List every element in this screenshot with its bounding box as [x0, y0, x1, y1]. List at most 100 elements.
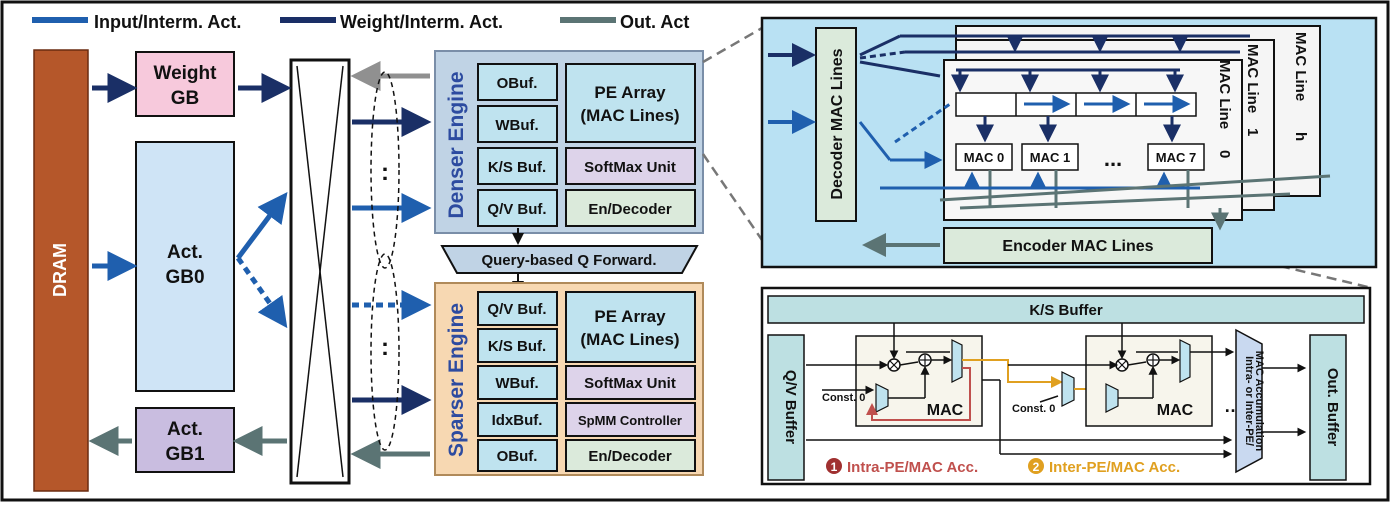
inter-mux	[1061, 371, 1075, 407]
mac-output-bus-back	[939, 174, 1331, 202]
sparser-qvbuf	[477, 291, 558, 326]
ellipsis-top: :	[381, 159, 389, 186]
mac-0-label: MAC 0	[964, 150, 1004, 165]
query-forward-block	[440, 245, 699, 274]
pe-1-mult-add	[899, 361, 919, 366]
weight-gb-label-1: Weight	[154, 63, 218, 84]
query-forward-label: Query-based Q Forward.	[481, 252, 656, 269]
denser-obuf-label: OBuf.	[497, 75, 538, 92]
encoder-mac-lines-label: Encoder MAC Lines	[1002, 238, 1153, 255]
act-gb0-label-1: Act.	[167, 242, 203, 263]
legend: Input/Interm. Act. Weight/Interm. Act. O…	[32, 12, 689, 32]
inter-const-feed	[1039, 395, 1059, 403]
act-gb1-label-1: Act.	[167, 419, 203, 440]
pe-1-mac-label: MAC	[927, 402, 964, 419]
sparser-idxbuf-label: IdxBuf.	[492, 412, 543, 429]
group-ellipse-bottom	[370, 253, 400, 451]
dram-label: DRAM	[50, 243, 70, 297]
mac-output-bus	[959, 192, 1291, 210]
mac-7-label: MAC 7	[1156, 150, 1196, 165]
sparser-pe-array	[565, 291, 696, 363]
pe-2-mac-label: MAC	[1157, 402, 1194, 419]
legend-2-badge	[1028, 458, 1044, 474]
denser-softmax-label: SoftMax Unit	[584, 159, 676, 176]
zoom-line-mid	[701, 153, 764, 241]
legend-1-label: Intra-PE/MAC Acc.	[847, 459, 978, 476]
zoom-line-top	[702, 26, 763, 64]
out-buffer	[1309, 334, 1347, 481]
mac-7	[1147, 143, 1205, 171]
accumulation-mux	[1235, 328, 1263, 474]
pe-1-mux-out	[951, 339, 963, 383]
mac-dots: ...	[1104, 146, 1122, 171]
legend-1-num: 1	[831, 460, 838, 474]
sparser-spmm	[565, 402, 696, 437]
feed-diag-2	[859, 50, 906, 60]
feed-input-diag	[858, 121, 892, 161]
ks-buffer-label: K/S Buffer	[1029, 302, 1103, 319]
encoder-mac-lines	[943, 227, 1213, 264]
mac-line-0-label-1: MAC Line	[1216, 60, 1233, 129]
denser-pe-array-label-2: (MAC Lines)	[580, 106, 679, 125]
accumulation-label-2: MAC Accumulation	[1253, 351, 1265, 452]
legend-2-num: 2	[1033, 460, 1040, 474]
mac-0	[955, 143, 1013, 171]
arrow-actgb0-xbar-up	[236, 192, 288, 260]
pe-1-intra-loop	[866, 367, 971, 421]
arrow-actgb0-xbar-down	[235, 256, 288, 329]
pe-1-mux-in	[875, 383, 889, 413]
act-gb0-block	[135, 141, 235, 392]
denser-endecoder-label: En/Decoder	[588, 201, 672, 218]
dram-block	[33, 49, 89, 492]
denser-ksbuf-label: K/S Buf.	[488, 159, 546, 176]
mac-line-1-label-1: MAC Line	[1244, 44, 1261, 113]
crossbar-line-b	[296, 65, 344, 478]
sparser-spmm-label: SpMM Controller	[578, 413, 682, 428]
pe-1-mult-x2	[889, 360, 899, 370]
act-gb0-label-2: GB0	[165, 267, 204, 288]
legend-input-label: Input/Interm. Act.	[94, 12, 241, 32]
denser-ksbuf	[477, 147, 558, 185]
denser-obuf	[477, 63, 558, 101]
denser-qvbuf	[477, 189, 558, 227]
sparser-ksbuf	[477, 328, 558, 363]
pe-2-mux-in	[1105, 383, 1119, 413]
legend-2-label: Inter-PE/MAC Acc.	[1049, 459, 1180, 476]
ellipsis-bottom: :	[381, 334, 389, 361]
denser-pe-array-label-1: PE Array	[594, 83, 666, 102]
act-gb1-label-2: GB1	[165, 444, 205, 465]
denser-wbuf	[477, 105, 558, 143]
decoder-mac-lines-label: Decoder MAC Lines	[829, 48, 846, 199]
sparser-wbuf-label: WBuf.	[495, 375, 538, 392]
pe-2-mux-out	[1179, 339, 1191, 383]
mac-line-h-label-2: h	[1292, 132, 1309, 141]
mac-line-0-label-2: 0	[1216, 150, 1233, 158]
feed-diag-3	[859, 60, 941, 78]
pe-2-mult-add	[1127, 361, 1147, 366]
sparser-softmax-label: SoftMax Unit	[584, 375, 676, 392]
weight-gb-block	[135, 51, 235, 117]
sparser-wbuf	[477, 365, 558, 400]
mac-1-label: MAC 1	[1030, 150, 1070, 165]
sparser-obuf-label: OBuf.	[497, 448, 538, 465]
denser-engine-title: Denser Engine	[445, 71, 468, 218]
sparser-ksbuf-label: K/S Buf.	[488, 338, 546, 355]
weight-gb-label-2: GB	[171, 88, 200, 109]
qv-buffer-label: Q/V Buffer	[782, 370, 799, 444]
mac-line-1-label-2: 1	[1244, 128, 1261, 136]
mac-line-h-label-1: MAC Line	[1292, 32, 1309, 101]
sparser-qvbuf-label: Q/V Buf.	[487, 301, 546, 318]
out-buffer-label: Out. Buffer	[1324, 368, 1341, 446]
denser-qvbuf-label: Q/V Buf.	[487, 201, 546, 218]
legend-weight-label: Weight/Interm. Act.	[340, 12, 503, 32]
sparser-engine-title: Sparser Engine	[445, 303, 468, 457]
inter-const: Const. 0	[1012, 403, 1055, 415]
pe-1-const: Const. 0	[822, 392, 865, 404]
legend-1-badge	[826, 458, 842, 474]
ks-buffer	[767, 295, 1365, 324]
sparser-pe-array-label-2: (MAC Lines)	[580, 330, 679, 349]
sparser-endecoder-label: En/Decoder	[588, 448, 672, 465]
denser-pe-array	[565, 63, 696, 143]
mac-1	[1021, 143, 1079, 171]
